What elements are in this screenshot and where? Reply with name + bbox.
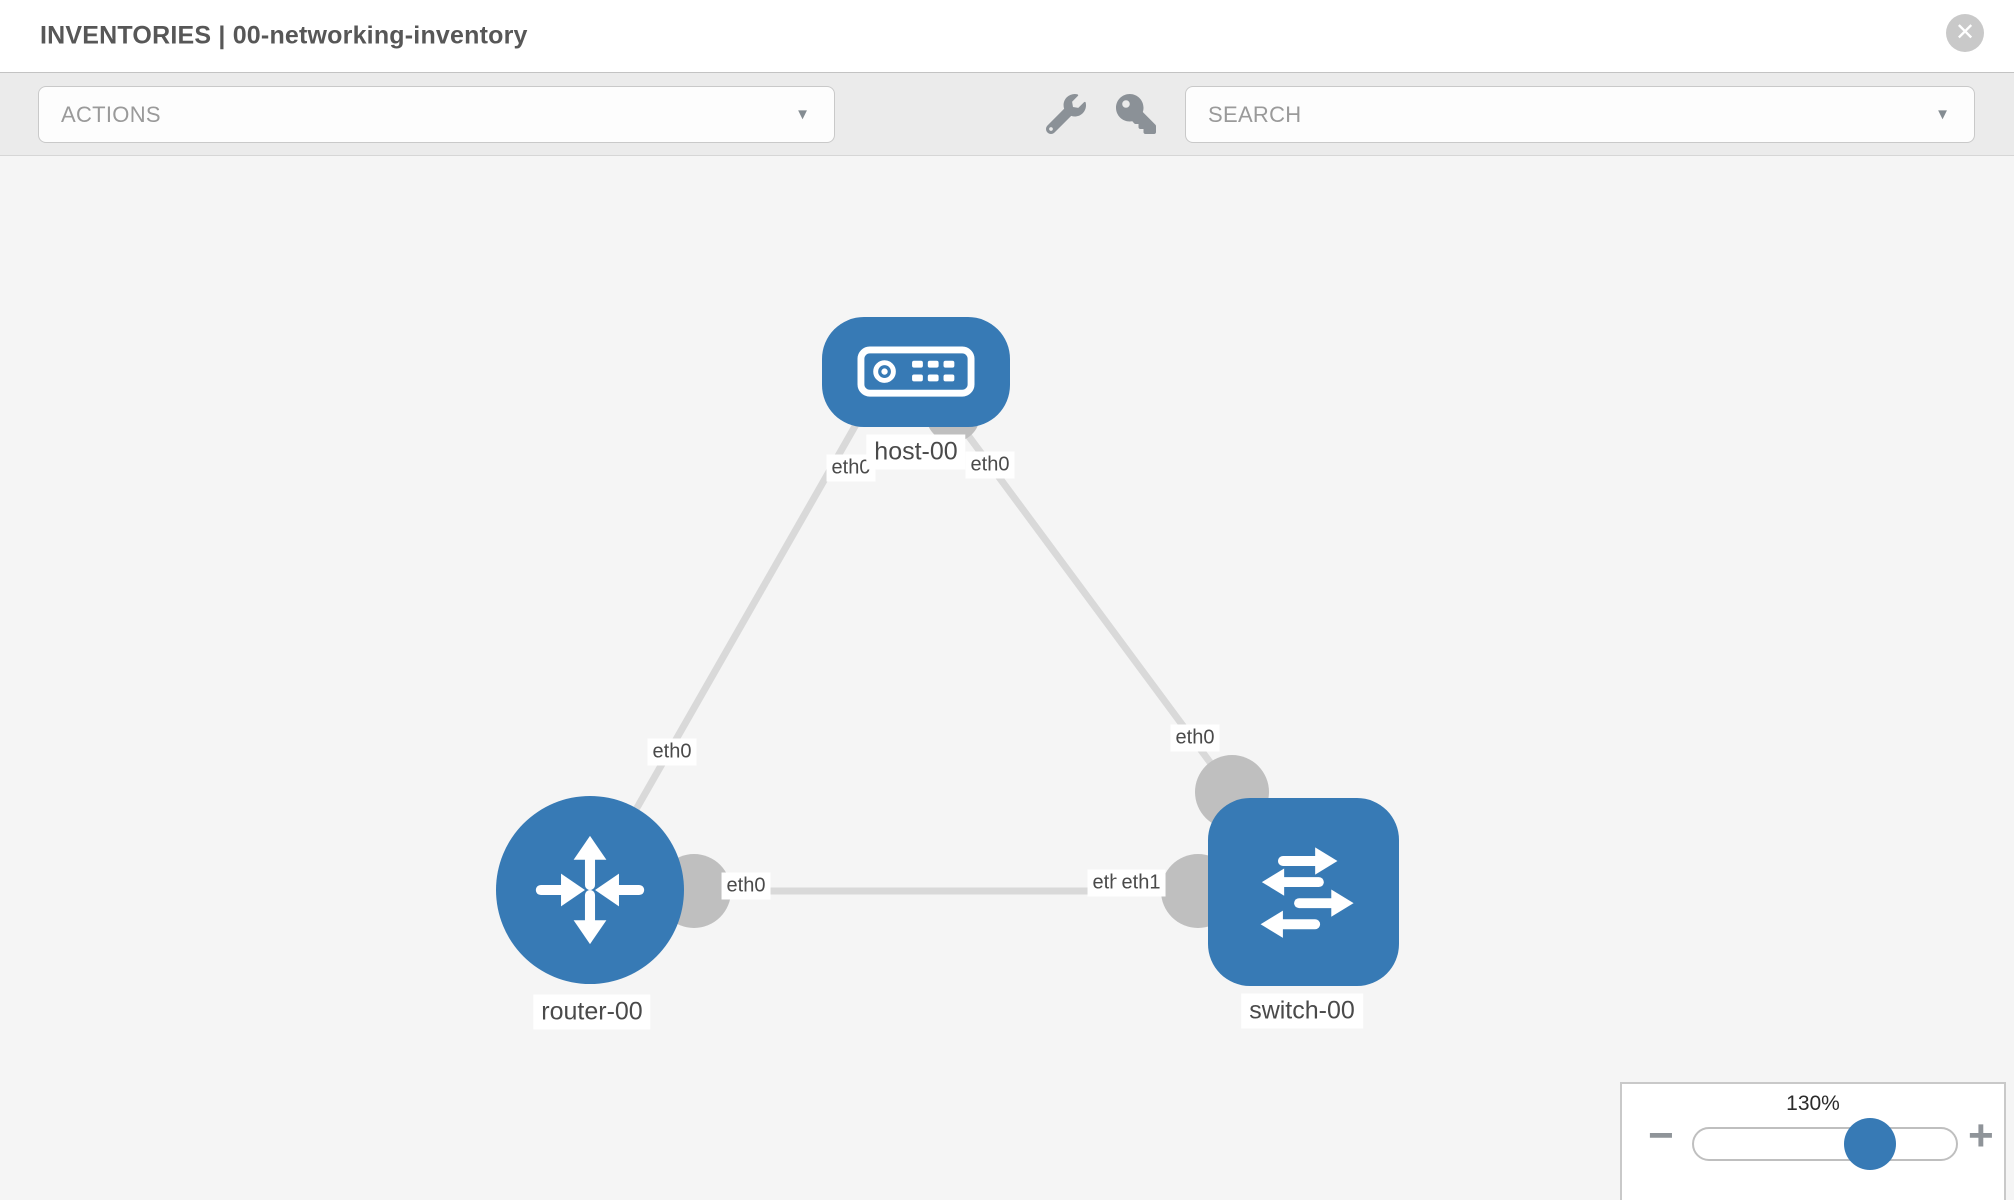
- wrench-button[interactable]: [1045, 94, 1086, 135]
- wrench-icon: [1045, 94, 1086, 135]
- search-dropdown-label: SEARCH: [1208, 101, 1302, 127]
- interface-label: eth0: [721, 872, 771, 900]
- zoom-out-button[interactable]: −: [1648, 1111, 1674, 1160]
- interface-label: eth0: [1170, 724, 1220, 752]
- switch-arrows-icon: [1260, 847, 1354, 938]
- node-label-host: host-00: [866, 434, 966, 470]
- window-header: INVENTORIES | 00-networking-inventory ✕: [0, 0, 2014, 72]
- node-switch-00[interactable]: [1208, 798, 1399, 986]
- node-label-router: router-00: [533, 994, 651, 1030]
- close-icon[interactable]: ✕: [1946, 14, 1984, 52]
- key-icon: [1116, 94, 1156, 134]
- interface-label: eth1: [1116, 869, 1166, 897]
- topology-canvas[interactable]: [0, 157, 2014, 1200]
- router-arrows-icon: [535, 835, 645, 945]
- actions-dropdown[interactable]: ACTIONS ▼: [38, 86, 835, 143]
- interface-label: eth0: [965, 451, 1015, 479]
- node-label-switch: switch-00: [1241, 993, 1363, 1029]
- node-host-00[interactable]: [822, 317, 1010, 427]
- host-device-icon: [857, 346, 975, 398]
- zoom-level-label: 130%: [1786, 1092, 1840, 1115]
- actions-dropdown-label: ACTIONS: [61, 101, 161, 127]
- interface-label: eth0: [647, 738, 697, 766]
- zoom-slider-thumb[interactable]: [1844, 1118, 1896, 1170]
- toolbar: ACTIONS ▼ SEARCH ▼: [0, 72, 2014, 156]
- page-title: INVENTORIES | 00-networking-inventory: [40, 21, 528, 50]
- search-dropdown[interactable]: SEARCH ▼: [1185, 86, 1975, 143]
- zoom-panel: 130% − +: [1620, 1082, 2006, 1200]
- node-router-00[interactable]: [496, 796, 684, 984]
- key-button[interactable]: [1116, 94, 1156, 134]
- zoom-slider[interactable]: [1692, 1118, 1958, 1170]
- chevron-down-icon: ▼: [795, 106, 810, 123]
- zoom-in-button[interactable]: +: [1968, 1111, 1994, 1160]
- chevron-down-icon: ▼: [1935, 106, 1950, 123]
